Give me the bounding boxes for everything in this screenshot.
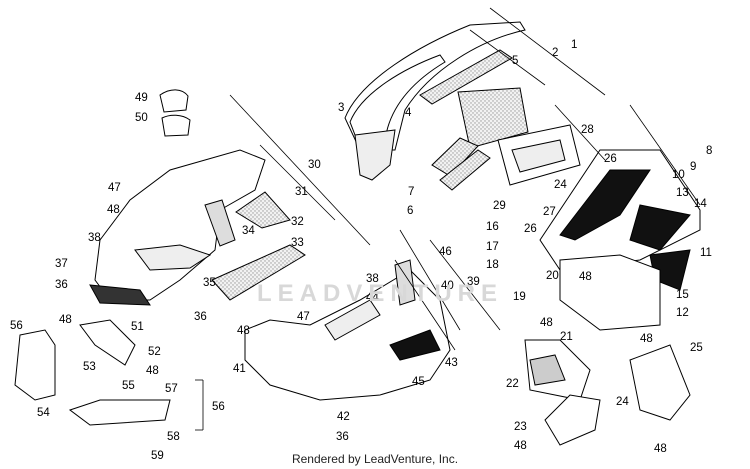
callout-40: 40 [441, 280, 454, 292]
callout-36b: 36 [194, 311, 207, 323]
callout-59: 59 [151, 450, 164, 462]
callout-31: 31 [295, 186, 308, 198]
callout-48f: 48 [540, 317, 553, 329]
callout-45: 45 [412, 376, 425, 388]
callout-44: 44 [366, 292, 379, 304]
callout-55: 55 [122, 380, 135, 392]
callout-19: 19 [513, 291, 526, 303]
watermark-text: LEADVENTURE [256, 280, 503, 307]
callout-33: 33 [291, 237, 304, 249]
callout-1: 1 [571, 39, 577, 51]
callout-48e: 48 [579, 271, 592, 283]
callout-5: 5 [512, 55, 518, 67]
callout-38a: 38 [88, 232, 101, 244]
callout-36a: 36 [55, 279, 68, 291]
callout-51: 51 [131, 321, 144, 333]
callout-56a: 56 [10, 320, 23, 332]
callout-29: 29 [493, 200, 506, 212]
lower-right-intake [524, 339, 691, 446]
callout-11: 11 [700, 247, 712, 259]
callout-48b: 48 [59, 314, 72, 326]
callout-38b: 38 [366, 273, 379, 285]
callout-47a: 47 [108, 182, 121, 194]
callout-24a: 24 [554, 179, 567, 191]
right-side-panels [539, 149, 701, 331]
callout-28: 28 [581, 124, 594, 136]
callout-12: 12 [676, 307, 689, 319]
callout-26a: 26 [604, 153, 617, 165]
callout-27: 27 [543, 206, 556, 218]
callout-48i: 48 [654, 443, 667, 455]
callout-48a: 48 [107, 204, 120, 216]
lower-left-brackets [14, 319, 171, 426]
callout-25: 25 [690, 342, 703, 354]
callout-7: 7 [408, 186, 414, 198]
callout-56b: 56 [212, 401, 225, 413]
callout-32: 32 [291, 216, 304, 228]
callout-20: 20 [546, 270, 559, 282]
callout-18: 18 [486, 259, 499, 271]
callout-14: 14 [694, 198, 707, 210]
callout-4: 4 [405, 107, 412, 119]
credit-text: Rendered by LeadVenture, Inc. [291, 452, 459, 466]
callout-58: 58 [167, 431, 180, 443]
callout-17: 17 [486, 241, 499, 253]
callout-41: 41 [233, 363, 246, 375]
callout-48d: 48 [237, 325, 250, 337]
callout-23: 23 [514, 421, 527, 433]
callout-54: 54 [37, 407, 50, 419]
callout-9: 9 [690, 161, 696, 173]
callout-57: 57 [165, 383, 178, 395]
callout-30: 30 [308, 159, 321, 171]
windshield-assembly [344, 21, 581, 191]
leader-lines [195, 7, 701, 431]
callout-48h: 48 [514, 440, 527, 452]
callout-3: 3 [338, 102, 344, 114]
callout-35: 35 [203, 277, 216, 289]
callout-16: 16 [486, 221, 499, 233]
callout-49: 49 [135, 92, 148, 104]
callout-46: 46 [439, 246, 452, 258]
callout-labels: 1 2 3 4 5 6 7 8 9 10 11 12 13 14 15 16 1… [10, 39, 712, 462]
callout-53: 53 [83, 361, 96, 373]
callout-8: 8 [706, 145, 712, 157]
callout-22: 22 [506, 378, 519, 390]
callout-6: 6 [407, 205, 413, 217]
callout-26b: 26 [524, 223, 537, 235]
callout-42: 42 [337, 411, 350, 423]
callout-24b: 24 [616, 396, 629, 408]
callout-2: 2 [552, 47, 558, 59]
callout-48g: 48 [640, 333, 653, 345]
callout-50: 50 [135, 112, 148, 124]
callout-21: 21 [560, 331, 573, 343]
callout-43: 43 [445, 357, 458, 369]
callout-10: 10 [672, 169, 685, 181]
callout-13: 13 [676, 187, 689, 199]
callout-37: 37 [55, 258, 68, 270]
hood-console [89, 89, 306, 306]
belly-pan [244, 259, 451, 401]
callout-47b: 47 [297, 311, 310, 323]
callout-34: 34 [242, 225, 255, 237]
callout-48c: 48 [146, 365, 159, 377]
callout-39: 39 [467, 276, 480, 288]
callout-36c: 36 [336, 431, 349, 443]
callout-52: 52 [148, 346, 161, 358]
callout-15: 15 [676, 289, 689, 301]
